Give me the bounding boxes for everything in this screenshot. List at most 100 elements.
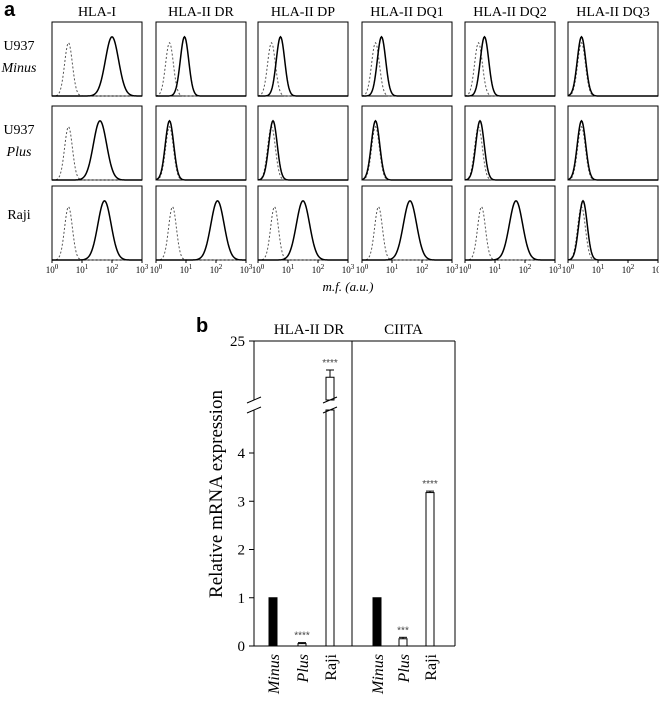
histogram-frame: [257, 21, 349, 97]
x-tick-exponent: 1: [601, 263, 605, 271]
x-tick-exponent: 3: [249, 263, 253, 271]
stain-histogram-curve: [156, 199, 246, 261]
bar-break-mark: [322, 396, 338, 404]
stain-histogram-curve: [567, 199, 658, 261]
y-tick-label: 4: [238, 446, 246, 462]
x-tick-label: 103: [446, 263, 459, 275]
panel-b-label: b: [196, 315, 208, 337]
x-tick-base: 10: [622, 265, 632, 275]
stain-histogram-curve: [362, 35, 452, 97]
bar: [325, 376, 335, 401]
x-tick-exponent: 2: [321, 263, 325, 271]
column-header: HLA-II DQ1: [370, 5, 443, 20]
stain-histogram-curve: [567, 119, 658, 181]
x-tick-exponent: 1: [85, 263, 89, 271]
bar: [297, 643, 307, 647]
group-header: HLA-II DR: [274, 322, 344, 338]
control-histogram-curve: [567, 41, 658, 97]
bar-break-mark: [322, 406, 338, 414]
axis-break-mark: [246, 406, 262, 414]
y-tick-label: 3: [238, 494, 246, 510]
histogram-frame: [567, 105, 659, 181]
y-tick-label: 1: [238, 591, 246, 607]
stain-histogram-curve: [52, 35, 142, 97]
histogram-frame: [51, 185, 143, 261]
x-tick-base: 10: [312, 265, 322, 275]
control-histogram-curve: [567, 205, 658, 261]
stain-histogram-curve: [362, 199, 452, 261]
x-tick-exponent: 0: [571, 263, 575, 271]
control-histogram-curve: [464, 205, 555, 261]
x-tick-base: 10: [446, 265, 456, 275]
x-tick-base: 10: [519, 265, 529, 275]
control-histogram-curve: [464, 125, 555, 181]
x-tick-base: 10: [386, 265, 396, 275]
x-tick-base: 10: [180, 265, 190, 275]
stain-histogram-curve: [52, 199, 142, 261]
control-histogram-curve: [51, 205, 142, 261]
bar: [425, 492, 435, 647]
control-histogram-curve: [51, 125, 142, 181]
row-label-line1: U937: [3, 39, 34, 54]
x-tick-base: 10: [459, 265, 469, 275]
control-histogram-curve: [155, 205, 246, 261]
bar: [372, 597, 382, 647]
stain-histogram-curve: [257, 119, 348, 181]
panel-a-label: a: [4, 0, 16, 21]
x-tick-base: 10: [136, 265, 146, 275]
bar: [325, 409, 335, 647]
x-tick-label: 102: [210, 263, 223, 275]
x-tick-exponent: 0: [468, 263, 472, 271]
x-tick-base: 10: [342, 265, 352, 275]
x-tick-base: 10: [489, 265, 499, 275]
significance-marker: ***: [397, 625, 409, 636]
x-axis-title: m.f. (a.u.): [323, 279, 374, 294]
x-category-label: Plus: [295, 654, 312, 683]
row-label-line1: U937: [3, 123, 34, 138]
x-tick-label: 103: [652, 263, 659, 275]
x-tick-base: 10: [416, 265, 426, 275]
histogram-frame: [155, 21, 247, 97]
histogram-frame: [257, 185, 349, 261]
histogram-frame: [361, 105, 453, 181]
histogram-frame: [464, 185, 556, 261]
control-histogram-curve: [567, 125, 658, 181]
histogram-frame: [464, 105, 556, 181]
x-tick-label: 101: [282, 263, 295, 275]
x-tick-exponent: 3: [145, 263, 149, 271]
x-tick-label: 102: [106, 263, 119, 275]
stain-histogram-curve: [567, 35, 658, 97]
x-category-label: Raji: [323, 653, 340, 680]
x-tick-exponent: 0: [159, 263, 163, 271]
x-tick-label: 102: [416, 263, 429, 275]
x-tick-base: 10: [46, 265, 56, 275]
control-histogram-curve: [51, 41, 142, 97]
x-category-label: Raji: [423, 653, 440, 680]
control-histogram-curve: [155, 41, 246, 97]
x-tick-label: 102: [519, 263, 532, 275]
control-histogram-curve: [257, 205, 348, 261]
histogram-frame: [567, 185, 659, 261]
stain-histogram-curve: [258, 35, 348, 97]
x-tick-label: 102: [622, 263, 635, 275]
x-tick-base: 10: [562, 265, 572, 275]
x-category-label: Minus: [266, 654, 283, 695]
axis-break-mark: [246, 396, 262, 404]
x-tick-label: 100: [562, 263, 575, 275]
histogram-frame: [567, 21, 659, 97]
control-histogram-curve: [257, 125, 348, 181]
stain-histogram-curve: [465, 199, 555, 261]
x-tick-exponent: 2: [631, 263, 635, 271]
y-axis-label: Relative mRNA expression: [206, 390, 227, 598]
x-tick-base: 10: [592, 265, 602, 275]
x-tick-base: 10: [76, 265, 86, 275]
histogram-frame: [51, 21, 143, 97]
stain-histogram-curve: [464, 119, 555, 181]
bar: [398, 638, 408, 647]
stain-histogram-curve: [52, 119, 142, 181]
histogram-frame: [257, 105, 349, 181]
